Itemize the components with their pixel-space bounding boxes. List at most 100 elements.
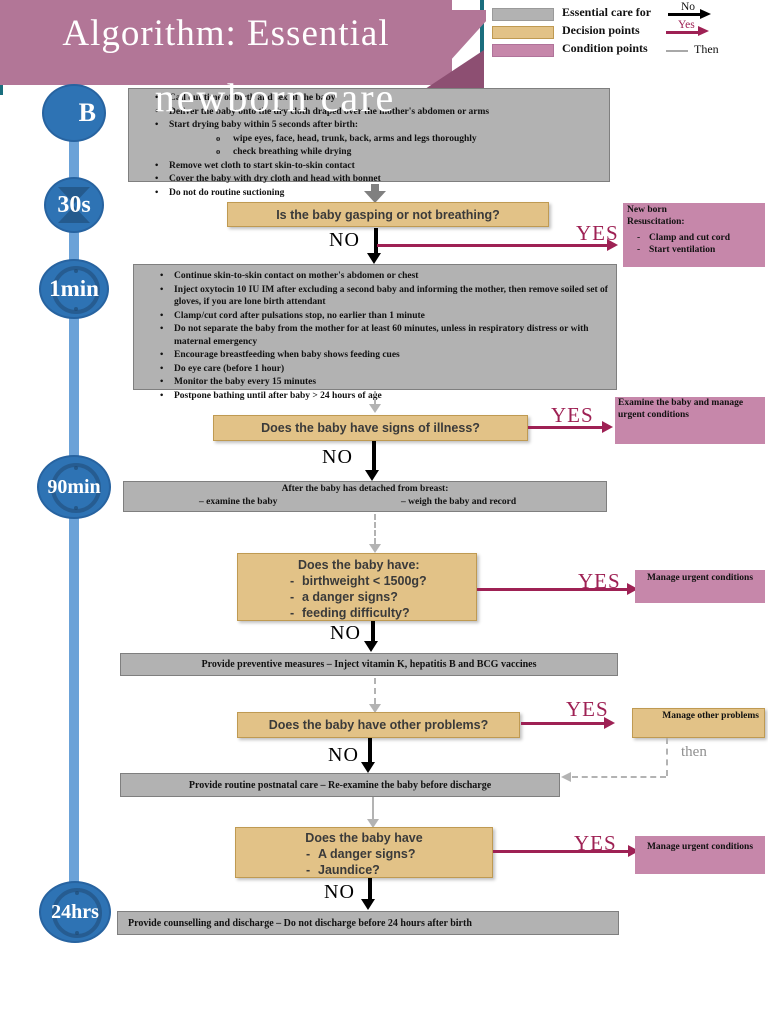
decision-gasping: Is the baby gasping or not breathing? (227, 202, 549, 227)
no-label: NO (328, 744, 359, 766)
connector-dashed (374, 678, 376, 704)
yes-label: YES (551, 403, 594, 427)
condition-manage-urgent-2: Manage urgent conditions (635, 836, 765, 874)
decision-item: birthweight < 1500g? (290, 574, 476, 588)
condition-resuscitation: New born Resuscitation: Clamp and cut co… (623, 203, 765, 267)
down-arrow-icon (369, 704, 381, 713)
down-arrow-icon (361, 762, 375, 773)
right-arrow-icon (628, 845, 639, 857)
decision-manage-other: Manage other problems (632, 708, 765, 738)
connector-dashed (374, 514, 376, 544)
condition-examine: Examine the baby and manage urgent condi… (615, 397, 765, 444)
care-box-1min: Continue skin-to-skin contact on mother'… (133, 264, 617, 402)
decision-item: a danger signs? (290, 590, 476, 604)
legend-no-arrowhead (700, 9, 711, 19)
legend-swatch-essential (492, 8, 554, 21)
right-arrow-icon (627, 583, 638, 595)
decision-danger-jaundice: Does the baby have A danger signs? Jaund… (235, 827, 493, 878)
condition-text: Manage urgent conditions (646, 842, 754, 852)
care-bar-text: Provide routine postnatal care – Re-exam… (188, 779, 492, 791)
condition-manage-urgent: Manage urgent conditions (635, 570, 765, 603)
decision-birthweight: Does the baby have: birthweight < 1500g?… (237, 553, 477, 621)
timeline-node-1min: 1min (39, 259, 109, 319)
care-step: Do not separate the baby from the mother… (160, 323, 610, 348)
condition-step: Clamp and cut cord (637, 233, 761, 245)
then-connector-vertical (666, 738, 668, 776)
care-bar-postnatal: Provide routine postnatal care – Re-exam… (120, 773, 560, 797)
no-label: NO (324, 881, 355, 903)
no-label: NO (330, 622, 361, 644)
then-label: then (681, 744, 707, 760)
legend-yes-arrowhead (698, 26, 709, 36)
timeline-node-birth: B (42, 84, 106, 142)
then-connector-horizontal (572, 776, 666, 778)
decision-item: feeding difficulty? (290, 606, 476, 620)
down-arrow-icon (367, 253, 381, 264)
timeline-label-1min: 1min (49, 276, 99, 301)
connector-stem (372, 797, 374, 819)
decision-other-problems: Does the baby have other problems? (237, 712, 520, 738)
timeline-node-90min: 90min (37, 455, 111, 519)
left-arrow-icon (561, 772, 571, 782)
no-arrow (372, 441, 376, 471)
down-arrow-icon (369, 544, 381, 553)
care-step: Call out time of birth and sex of the ba… (155, 92, 603, 105)
care-line-left: – examine the baby (199, 497, 278, 507)
care-step: Clamp/cut cord after pulsations stop, no… (160, 310, 610, 323)
care-step: Start drying baby within 5 seconds after… (155, 119, 603, 132)
yes-label: YES (566, 697, 609, 721)
care-line-right: – weigh the baby and record (401, 497, 517, 507)
yes-arrow (528, 426, 602, 429)
no-arrow (374, 228, 378, 254)
down-arrow-icon (364, 641, 378, 652)
care-bar-discharge: Provide counselling and discharge – Do n… (117, 911, 619, 935)
yes-arrow (377, 244, 607, 247)
care-step: Inject oxytocin 10 IU IM after excluding… (160, 284, 610, 309)
down-arrow-icon (367, 819, 379, 828)
teal-accent-top (480, 0, 484, 57)
legend-yes-arrow (666, 31, 698, 34)
care-step: Postpone bathing until after baby > 24 h… (160, 390, 610, 403)
legend-swatch-decision (492, 26, 554, 39)
care-box-90min: After the baby has detached from breast:… (123, 481, 607, 512)
condition-text: Examine the baby and manage urgent condi… (618, 398, 744, 420)
legend-no-arrow (668, 13, 700, 16)
care-line: After the baby has detached from breast: (281, 484, 449, 494)
yes-arrow (521, 722, 605, 725)
care-step: Do not do routine suctioning (155, 187, 603, 200)
no-label: NO (322, 446, 353, 468)
clock-icon (51, 463, 101, 513)
clock-icon (52, 888, 102, 938)
timeline-label-24hrs: 24hrs (51, 900, 99, 923)
decision-text: Manage other problems (662, 711, 759, 721)
yes-arrow (493, 850, 630, 853)
page-title-line2: newborn care (154, 75, 396, 120)
decision-question: Does the baby have other problems? (268, 718, 489, 732)
timeline-node-30s: 30s (44, 177, 104, 233)
decision-item: A danger signs? (306, 847, 492, 861)
yes-arrow (477, 588, 629, 591)
right-arrow-icon (602, 421, 613, 433)
legend-swatch-condition (492, 44, 554, 57)
down-arrow-icon (364, 191, 386, 203)
care-box-birth: Call out time of birth and sex of the ba… (128, 88, 610, 199)
care-substep: wipe eyes, face, head, trunk, back, arms… (216, 133, 603, 146)
right-arrow-icon (604, 717, 615, 729)
legend-label-decision: Decision points (562, 23, 640, 37)
care-step: Deliver the baby onto the dry cloth drap… (155, 106, 603, 119)
decision-item: Jaundice? (306, 863, 492, 877)
legend-no-label: No (681, 1, 696, 13)
clock-icon (52, 266, 100, 314)
condition-title: New born Resuscitation: (627, 205, 685, 227)
connector-dashed (374, 391, 376, 404)
timeline-node-24hrs: 24hrs (39, 881, 111, 943)
care-substep: check breathing while drying (216, 146, 603, 159)
no-arrow (368, 878, 372, 900)
decision-title: Does the baby have (305, 831, 423, 845)
decision-illness: Does the baby have signs of illness? (213, 415, 528, 441)
decision-title: Does the baby have: (298, 558, 420, 572)
down-arrow-icon (365, 470, 379, 481)
decision-question: Is the baby gasping or not breathing? (276, 207, 500, 222)
timeline-label-90min: 90min (47, 475, 101, 498)
